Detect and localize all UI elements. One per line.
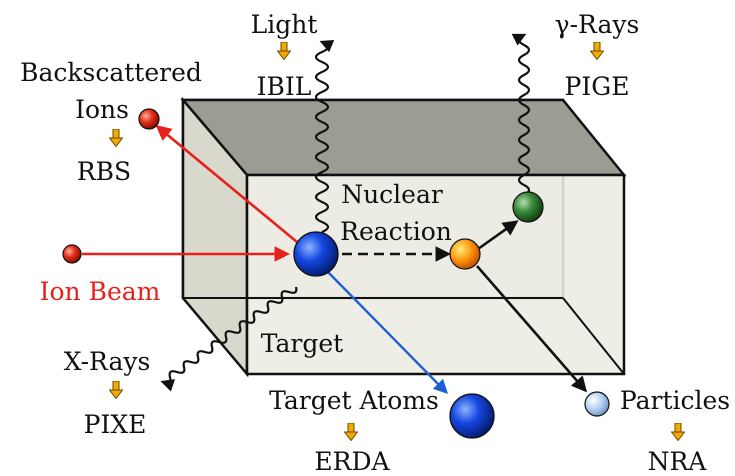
backscatter-arrow xyxy=(155,125,298,244)
label-backscattered: Backscattered xyxy=(20,58,202,87)
label-pixe: PIXE xyxy=(84,410,147,439)
gamma-product-arrow xyxy=(477,220,519,251)
label-ibil: IBIL xyxy=(257,72,312,101)
down-arrow-icon xyxy=(109,381,123,399)
recoiled-target-atom-sphere xyxy=(449,393,495,439)
label-pige: PIGE xyxy=(565,72,630,101)
target-nucleus-sphere xyxy=(293,231,339,277)
label-rbs: RBS xyxy=(77,157,131,186)
compound-nucleus-sphere xyxy=(449,238,481,270)
particle-product-arrow xyxy=(476,265,588,393)
xray-emission-wave xyxy=(160,286,298,392)
down-arrow-icon xyxy=(344,423,358,441)
incident-ion-sphere xyxy=(62,244,82,264)
label-ion-beam: Ion Beam xyxy=(40,277,161,306)
light-emission-wave xyxy=(314,39,335,234)
label-reaction: Reaction xyxy=(340,217,452,246)
label-nuclear: Nuclear xyxy=(341,180,443,209)
product-nucleus-sphere xyxy=(512,191,544,223)
label-ions: Ions xyxy=(75,95,129,124)
label-particles: Particles xyxy=(620,386,730,415)
down-arrow-icon xyxy=(277,42,291,60)
emitted-particle-sphere xyxy=(584,391,610,417)
label-light: Light xyxy=(251,10,318,39)
box-back-edge xyxy=(562,297,625,375)
label-erda: ERDA xyxy=(314,447,390,476)
down-arrow-icon xyxy=(590,42,604,60)
gamma-emission-wave xyxy=(511,33,531,196)
down-arrow-icon xyxy=(671,423,685,441)
label-gamma-rays: γ-Rays xyxy=(555,10,640,39)
down-arrow-icon xyxy=(109,129,123,147)
box-top-face xyxy=(180,98,627,177)
label-target: Target xyxy=(261,329,343,358)
recoil-arrow xyxy=(323,267,449,395)
label-nra: NRA xyxy=(648,447,708,476)
label-target-atoms: Target Atoms xyxy=(269,386,439,415)
label-xrays: X-Rays xyxy=(64,347,151,376)
backscattered-ion-sphere xyxy=(138,108,160,130)
